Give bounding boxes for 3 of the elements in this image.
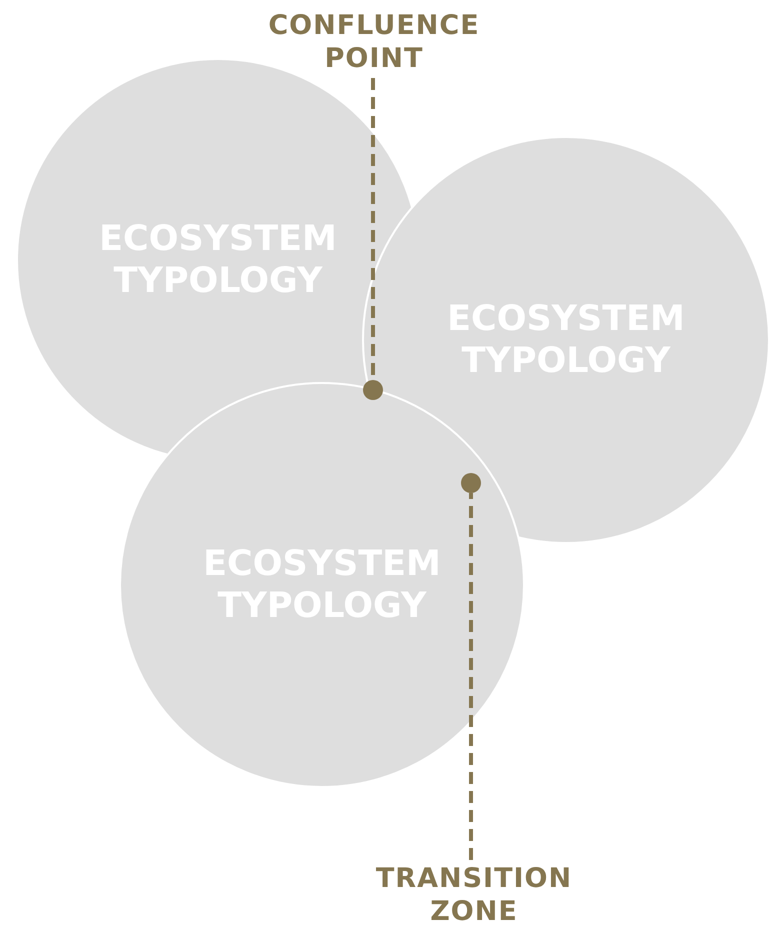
callout-label: CONFLUENCE POINT: [267, 9, 481, 75]
leader-line: [469, 493, 473, 860]
callout-label: TRANSITION ZONE: [374, 862, 574, 928]
